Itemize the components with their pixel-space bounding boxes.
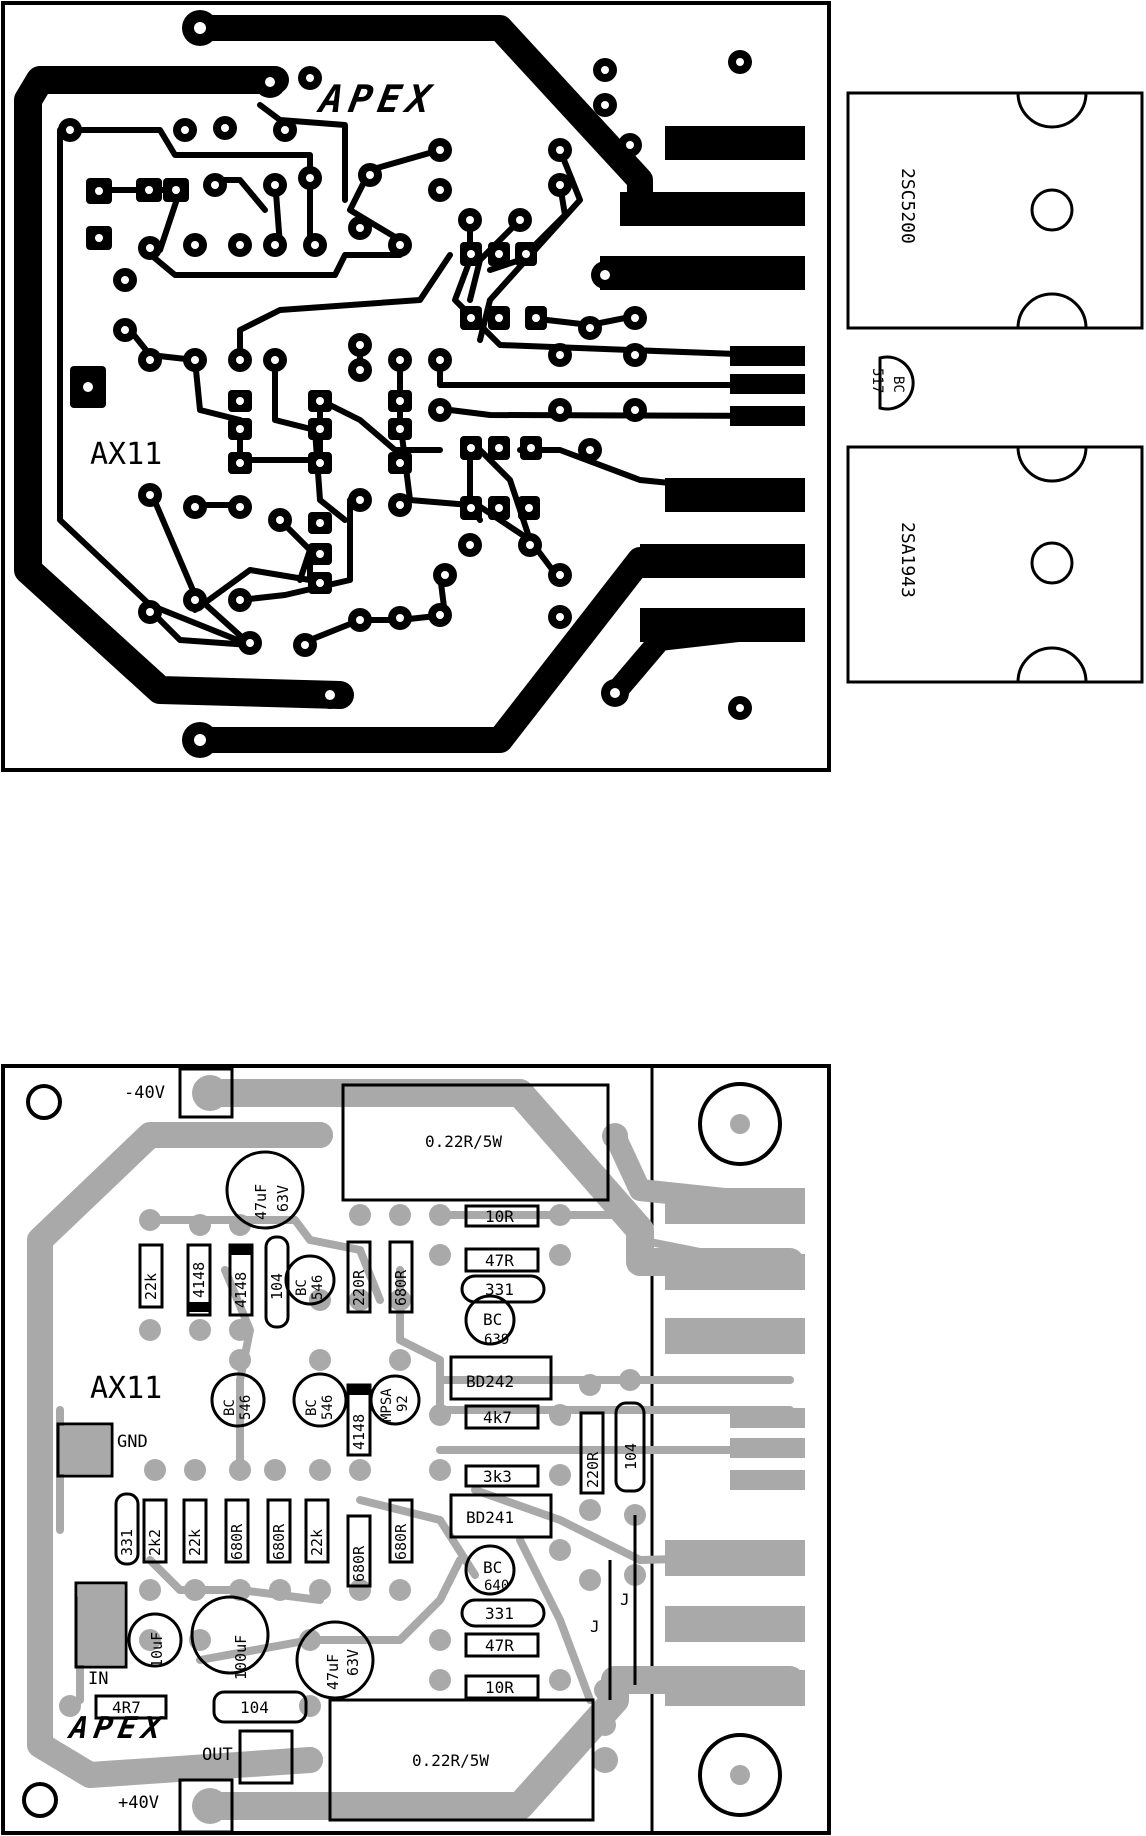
upper-4148-a: 4148: [190, 1262, 208, 1298]
c-104-bottom-label: 104: [240, 1698, 269, 1717]
upper-4148-b: 4148: [232, 1272, 250, 1308]
mounting-holes: [22, 1082, 782, 1818]
silk-board-id: AX11: [90, 1371, 162, 1406]
bc546-b-line1: BC: [222, 1399, 238, 1416]
jumper-label-2: J: [620, 1590, 630, 1609]
copper-board-outline: [1, 1, 831, 772]
diode-bands: [188, 1245, 370, 1395]
transistor-outlines: 2SC5200 BC 517 2SA1943: [846, 91, 1144, 684]
copper-drill-holes: [66, 22, 744, 746]
r-3k3-label: 3k3: [483, 1467, 512, 1486]
transistor-driver-bc517: BC 517: [869, 355, 915, 411]
transistor-bottom-label: 2SA1943: [897, 522, 918, 598]
neg-supply-label: -40V: [124, 1083, 165, 1103]
upper-104: 104: [268, 1273, 286, 1300]
transistor-2sa1943: 2SA1943: [846, 445, 1144, 684]
bd241-label: BD241: [466, 1508, 514, 1527]
transistor-2sc5200: 2SC5200: [846, 91, 1144, 330]
cap-331-top: 331: [485, 1280, 514, 1299]
driver-label-line1: BC: [890, 376, 906, 393]
jumper-label-1: J: [590, 1617, 600, 1636]
mpsa-line1: MPSA: [379, 1388, 395, 1422]
diode-mid-label: 4148: [350, 1414, 368, 1450]
res-47R-bottom: 47R: [485, 1636, 514, 1655]
silk-labels: -40V +40V GND IN OUT AX11 APEX 0.22R/5W …: [65, 1083, 640, 1813]
cap-100uF-label: 100uF: [232, 1635, 250, 1680]
bc639-line1: BC: [483, 1310, 502, 1329]
bc546-c-line2: 546: [320, 1395, 336, 1420]
lower-2k2: 2k2: [146, 1529, 164, 1556]
copper-board-id: AX11: [90, 437, 162, 472]
upper-220R: 220R: [350, 1269, 368, 1306]
silk-grey-pads: [59, 1075, 805, 1824]
bc546-a-line2: 546: [310, 1275, 326, 1300]
copper-layer: APEX AX11: [1, 1, 831, 772]
r-4R7-label: 4R7: [112, 1698, 141, 1717]
bc639-line2: 639: [484, 1332, 509, 1348]
transistor-top-label: 2SC5200: [897, 168, 918, 244]
bc640-line1: BC: [483, 1558, 502, 1577]
lower-680R-b: 680R: [270, 1523, 288, 1560]
bc546-c-line1: BC: [304, 1399, 320, 1416]
c-104-right-label: 104: [622, 1443, 640, 1470]
output-label: OUT: [202, 1745, 233, 1765]
gnd-label: GND: [117, 1432, 148, 1452]
lower-22k-a: 22k: [186, 1529, 204, 1556]
cap-47uF-bottom-line2: 63V: [344, 1649, 362, 1676]
bc640-line2: 640: [484, 1578, 509, 1594]
cap-47uF-top-line1: 47uF: [252, 1184, 270, 1220]
cap-47uF-bottom-line1: 47uF: [324, 1654, 342, 1690]
res-47R-top: 47R: [485, 1251, 514, 1270]
res-10R-bottom: 10R: [485, 1678, 514, 1697]
upper-22k: 22k: [142, 1273, 160, 1300]
copper-brand-logo: APEX: [314, 77, 440, 122]
lower-331: 331: [118, 1529, 136, 1556]
r-4k7-label: 4k7: [483, 1408, 512, 1427]
silk-component-outlines: [56, 1067, 646, 1834]
lower-680R-d: 680R: [392, 1523, 410, 1560]
cap-47uF-top-line2: 63V: [274, 1185, 292, 1212]
cap-331-bottom: 331: [485, 1604, 514, 1623]
lower-680R-c: 680R: [350, 1545, 368, 1582]
bd242-label: BD242: [466, 1372, 514, 1391]
bc546-b-line2: 546: [238, 1395, 254, 1420]
silk-brand-logo: APEX: [65, 1711, 169, 1746]
silk-board-outline: [1, 1064, 831, 1835]
driver-label-line2: 517: [869, 368, 885, 393]
input-label: IN: [88, 1669, 108, 1689]
emitter-resistor-bottom-label: 0.22R/5W: [412, 1751, 489, 1770]
emitter-resistor-top-label: 0.22R/5W: [425, 1132, 502, 1151]
cap-10uF-label: 10uF: [148, 1632, 166, 1668]
silkscreen-layer: -40V +40V GND IN OUT AX11 APEX 0.22R/5W …: [1, 1064, 831, 1835]
pos-supply-label: +40V: [118, 1793, 159, 1813]
res-10R-top: 10R: [485, 1207, 514, 1226]
lower-680R-a: 680R: [228, 1523, 246, 1560]
r-220R-right-label: 220R: [584, 1451, 602, 1488]
bc546-a-line1: BC: [294, 1279, 310, 1296]
mpsa-line2: 92: [395, 1395, 411, 1412]
upper-680R: 680R: [392, 1269, 410, 1306]
lower-22k-b: 22k: [308, 1529, 326, 1556]
